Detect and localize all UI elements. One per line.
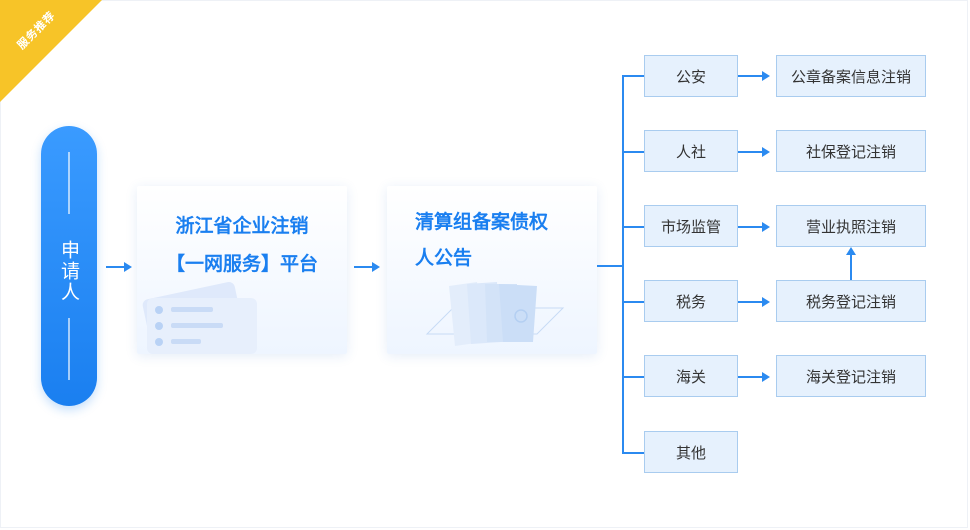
platform-title-line1: 浙江省企业注销 [175,215,309,237]
notice-title-line2: 人公告 [415,247,473,269]
connector-notice-trunk [597,265,624,267]
arrow-to-notice [354,262,380,272]
branch-line [622,151,644,153]
branch-line [622,75,644,77]
ribbon-triangle [0,0,102,102]
result-tax-registration-cancel: 税务登记注销 [776,280,926,322]
applicant-pill: 申请人 [41,126,97,406]
notice-title-line1: 清算组备案债权 [415,211,549,233]
dept-taxation: 税务 [644,280,738,322]
dept-public-security: 公安 [644,55,738,97]
arrow-market-result [738,222,770,232]
platform-title-line2: 【一网服务】平台 [165,253,318,275]
arrow-customs-result [738,372,770,382]
result-customs-registration-cancel: 海关登记注销 [776,355,926,397]
department-trunk-line [622,75,624,454]
branch-line [622,452,644,454]
folder-illustration [425,282,565,346]
dept-market-supervision: 市场监管 [644,205,738,247]
dept-other: 其他 [644,431,738,473]
arrow-tax-to-license [846,247,856,280]
arrow-to-platform [106,262,132,272]
applicant-label: 申请人 [58,239,80,303]
applicant-divider-bottom [68,318,70,380]
result-business-license-cancel: 营业执照注销 [776,205,926,247]
notice-card: 清算组备案债权 人公告 [387,186,597,354]
arrow-public-security-result [738,71,770,81]
dept-social-security: 人社 [644,130,738,172]
dept-customs: 海关 [644,355,738,397]
branch-line [622,376,644,378]
result-social-security-cancel: 社保登记注销 [776,130,926,172]
platform-card: 浙江省企业注销 【一网服务】平台 [137,186,347,354]
result-seal-record-cancel: 公章备案信息注销 [776,55,926,97]
branch-line [622,226,644,228]
arrow-tax-result [738,297,770,307]
branch-line [622,301,644,303]
service-recommend-ribbon: 服务推荐 [0,0,110,110]
applicant-divider-top [68,152,70,214]
arrow-social-security-result [738,147,770,157]
platform-illustration [142,282,257,354]
